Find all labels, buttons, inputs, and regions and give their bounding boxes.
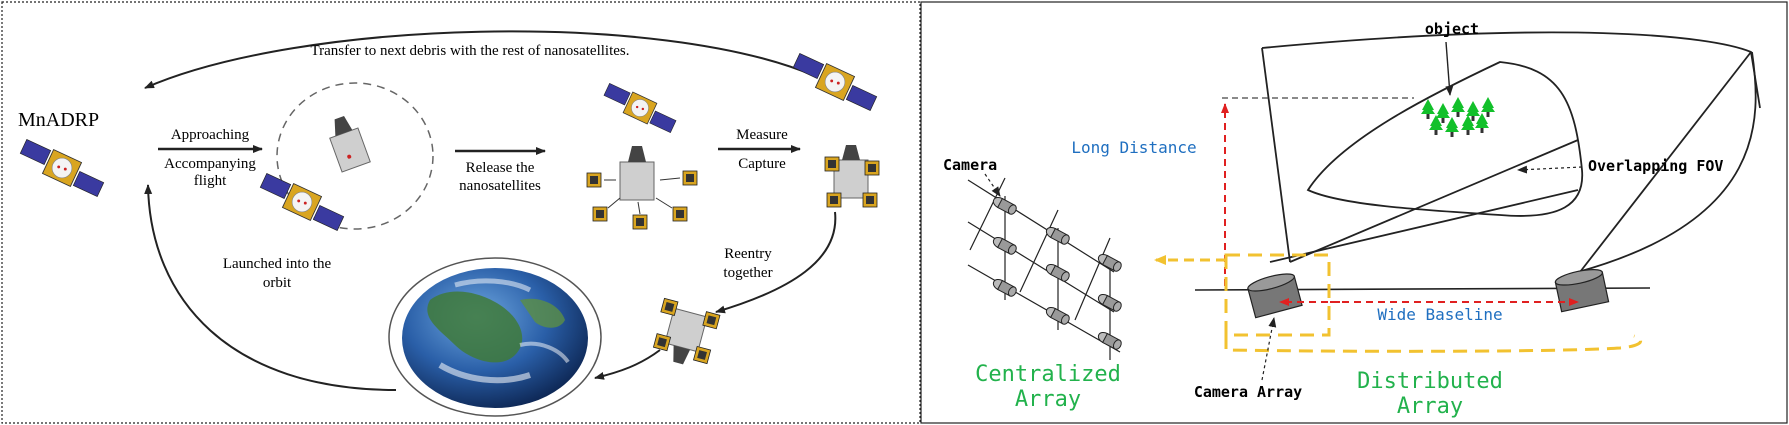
nanosatellite-icon (862, 192, 878, 208)
transfer-arrow (144, 30, 816, 89)
captured-debris (824, 145, 880, 208)
long-distance-label: Long Distance (1071, 138, 1196, 157)
overlapping-fov-label: Overlapping FOV (1588, 157, 1723, 175)
nanosatellite-icon (672, 206, 688, 222)
launched-label-2: orbit (263, 275, 292, 291)
launched-arrow (144, 184, 397, 391)
nanosatellite-icon (682, 170, 698, 186)
nanosatellite-icon (586, 172, 602, 188)
transfer-label: Transfer to next debris with the rest of… (311, 43, 630, 59)
satellite-icon (792, 52, 878, 112)
release-label-1: Release the (466, 160, 535, 176)
fov-right-edge (1579, 51, 1752, 273)
camera-icon (1247, 273, 1303, 319)
reentry-debris (652, 297, 721, 365)
approaching-label: Approaching (171, 127, 250, 143)
camera-label: Camera (943, 156, 997, 174)
release-group (586, 146, 698, 230)
accompanying-orbit-circle (276, 82, 434, 230)
camera-array-label: Camera Array (1194, 383, 1302, 401)
release-label-2: nanosatellites (459, 178, 541, 194)
nanosatellite-icon (826, 192, 842, 208)
accompanying-label-1: Accompanying (164, 156, 256, 172)
nanosatellite-icon (632, 214, 648, 230)
right-panel-border (920, 1, 1788, 424)
earth-icon (402, 268, 588, 408)
overlapping-fov-pointer (1517, 165, 1583, 174)
nanosatellite-icon (824, 156, 840, 172)
nanosatellite-icon (864, 160, 880, 176)
tree-icon (1451, 97, 1465, 117)
fov-cross-1 (1269, 189, 1579, 263)
centralized-label-1: Centralized (975, 362, 1121, 387)
wide-baseline-label: Wide Baseline (1377, 305, 1502, 324)
fov-cross-2 (1289, 139, 1579, 263)
object-pointer (1445, 41, 1454, 96)
object-label: object (1425, 20, 1479, 38)
fov-top-arc (1261, 31, 1761, 109)
camera-pointer (984, 173, 1001, 197)
mnadrp-title: MnADRP (18, 109, 99, 131)
accompanying-label-2: flight (194, 173, 227, 189)
object-trees (1421, 97, 1495, 137)
measure-label: Measure (736, 127, 788, 143)
distributed-box (1224, 334, 1643, 353)
tree-icon (1421, 99, 1435, 119)
overlapping-fov-region (1306, 61, 1584, 217)
camera-grid-units (990, 194, 1124, 352)
debris-icon (329, 115, 371, 173)
satellite-icon (19, 138, 105, 198)
reentry-arrow (715, 211, 837, 314)
camera-array-pointer (1261, 317, 1277, 381)
return-arrow (594, 349, 661, 380)
tree-icon (1481, 97, 1495, 117)
reentry-label-1: Reentry (724, 246, 772, 262)
launched-label-1: Launched into the (223, 256, 332, 272)
satellite-icon (603, 82, 677, 134)
right-panel-camera-array: object Long Distance Overlapping FOV (920, 1, 1788, 424)
camera-grid (967, 177, 1121, 360)
camera-icon (1554, 269, 1610, 313)
distributed-label-1: Distributed (1357, 369, 1503, 394)
tree-icon (1445, 117, 1459, 137)
centralized-box (1224, 253, 1331, 337)
fov-right-edge-2 (1577, 51, 1757, 273)
satellite-icon (259, 172, 345, 232)
left-panel-border (1, 1, 921, 424)
capture-label: Capture (738, 156, 786, 172)
fov-left-edge (1261, 47, 1291, 263)
centralized-label-2: Array (1015, 387, 1081, 412)
distributed-label-2: Array (1397, 394, 1463, 419)
nanosatellite-icon (592, 206, 608, 222)
reentry-label-2: together (723, 265, 772, 281)
left-panel-mnadrp: Transfer to next debris with the rest of… (1, 1, 921, 424)
